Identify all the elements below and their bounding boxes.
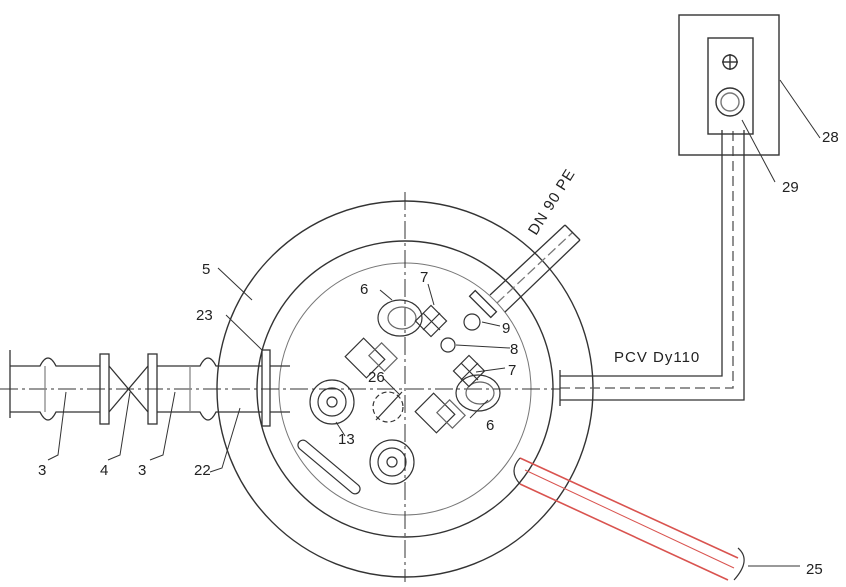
meter-housing-lower (455, 374, 501, 412)
fitting-8 (440, 337, 456, 353)
label-8: 8 (510, 341, 518, 358)
internal-equipment (297, 299, 501, 495)
label-dn90: DN 90 PE (525, 166, 579, 238)
label-7-lower: 7 (508, 362, 516, 379)
meter-13-lower (369, 439, 415, 485)
label-4: 4 (100, 462, 108, 479)
sump-26 (372, 391, 404, 423)
floor-slot (297, 439, 361, 495)
center-lines (0, 192, 560, 582)
flange-1 (99, 353, 110, 425)
label-22: 22 (194, 462, 211, 479)
gauge-large (715, 87, 745, 117)
leader-lines (47, 79, 821, 567)
drain-pipe-25 (519, 457, 739, 581)
meter-13-upper (309, 379, 355, 425)
fitting-9 (463, 313, 481, 331)
inlet-pipe (9, 349, 290, 427)
label-6-upper: 6 (360, 281, 368, 298)
label-5: 5 (202, 261, 210, 278)
label-pcv: PCV Dy110 (614, 349, 700, 366)
label-3-left: 3 (38, 462, 46, 479)
label-13: 13 (338, 431, 355, 448)
cabinet-outer (678, 14, 780, 156)
cabinet-inner (707, 37, 754, 135)
pcv-pipe (559, 130, 745, 406)
label-9: 9 (502, 320, 510, 337)
label-3-right: 3 (138, 462, 146, 479)
pe-pipe (468, 224, 581, 319)
gate-valve (108, 365, 149, 413)
label-28: 28 (822, 129, 839, 146)
wall-flange (261, 349, 271, 427)
meter-housing-upper (377, 299, 423, 337)
control-cabinet (678, 14, 780, 156)
label-7-upper: 7 (420, 269, 428, 286)
label-23: 23 (196, 307, 213, 324)
label-29: 29 (782, 179, 799, 196)
label-25: 25 (806, 561, 823, 578)
label-26: 26 (368, 369, 385, 386)
drain-pipe-ends (513, 457, 745, 581)
label-6-lower: 6 (486, 417, 494, 434)
flange-2 (147, 353, 158, 425)
